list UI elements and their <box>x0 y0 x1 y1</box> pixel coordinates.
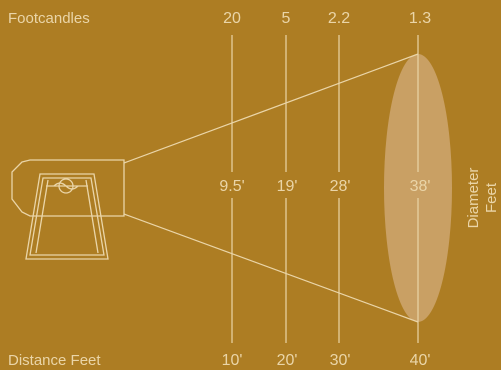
footcandle-value: 5 <box>282 10 291 27</box>
footcandle-value: 1.3 <box>409 10 431 27</box>
distance-feet-label: Distance Feet <box>8 352 101 369</box>
distance-value: 40' <box>410 352 431 369</box>
diameter-value: 9.5' <box>219 178 244 195</box>
beam-lower-edge <box>123 213 419 323</box>
beam-spread-ellipse <box>384 54 452 322</box>
diameter-value: 38' <box>410 178 431 195</box>
diameter-value: 28' <box>330 178 351 195</box>
diameter-value: 19' <box>277 178 298 195</box>
distance-value: 10' <box>222 352 243 369</box>
footcandles-label: Footcandles <box>8 10 90 27</box>
beam-upper-edge <box>123 53 419 164</box>
distance-value: 30' <box>330 352 351 369</box>
footcandle-value: 2.2 <box>328 10 350 27</box>
diameter-label: Diameter <box>465 168 482 229</box>
distance-value: 20' <box>277 352 298 369</box>
footcandle-value: 20 <box>223 10 241 27</box>
light-fixture-icon <box>11 159 125 260</box>
diameter-label: Feet <box>483 182 500 213</box>
